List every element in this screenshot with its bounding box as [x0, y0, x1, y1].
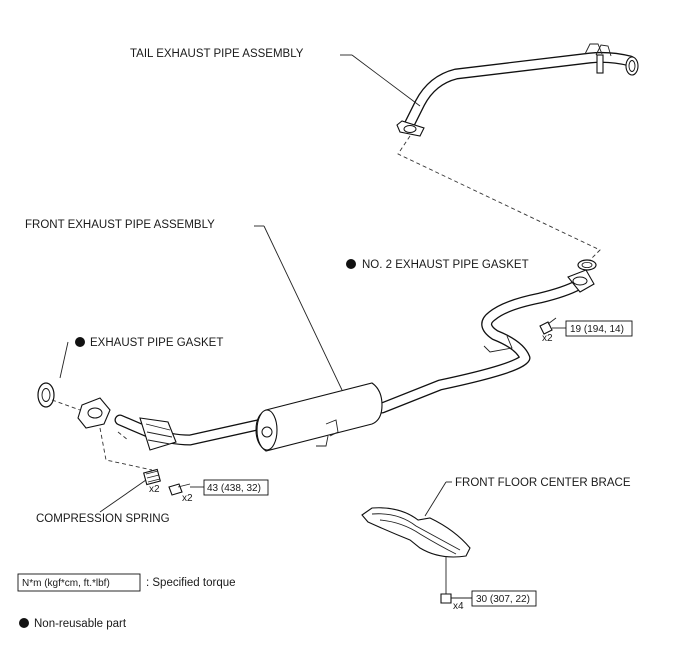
front-pipe-label: FRONT EXHAUST PIPE ASSEMBLY [25, 219, 215, 231]
bolt-43-part [168, 483, 191, 496]
floor-brace-label: FRONT FLOOR CENTER BRACE [455, 477, 631, 489]
torque-box-43 [203, 479, 269, 496]
gasket-alignment-line [51, 399, 81, 411]
bolt-30-part [440, 593, 452, 604]
bolt-19-part [539, 317, 557, 335]
bolt-43-qty: x2 [182, 493, 193, 504]
compression-spring-label: COMPRESSION SPRING [36, 513, 170, 525]
legend-non-reusable-label: Non-reusable part [34, 618, 127, 630]
torque-43: 43 (438, 32) [207, 483, 261, 494]
legend-torque-desc: : Specified torque [146, 577, 236, 589]
floor-center-brace-drawing [361, 507, 471, 558]
tail-exhaust-pipe-drawing [396, 43, 639, 137]
non-reusable-mark-1 [346, 259, 356, 269]
tail-alignment-line [397, 135, 601, 261]
no2-gasket-part [577, 259, 597, 271]
tail-pipe-label: TAIL EXHAUST PIPE ASSEMBLY [130, 48, 304, 60]
bolt-19-qty: x2 [542, 333, 553, 344]
front-exhaust-pipe-drawing [77, 269, 595, 452]
spring-qty: x2 [149, 484, 160, 495]
spring-alignment-line [99, 427, 153, 471]
torque-box-19 [565, 320, 633, 337]
exhaust-gasket-part [37, 382, 55, 408]
compression-spring-part [143, 468, 161, 486]
torque-box-30 [471, 590, 537, 607]
legend-torque-box [17, 573, 141, 592]
non-reusable-mark-2 [75, 337, 85, 347]
no2-gasket-label: NO. 2 EXHAUST PIPE GASKET [362, 259, 529, 271]
torque-30: 30 (307, 22) [476, 594, 530, 605]
exhaust-gasket-label: EXHAUST PIPE GASKET [90, 337, 223, 349]
legend-non-reusable-icon [19, 618, 29, 628]
torque-19: 19 (194, 14) [570, 324, 624, 335]
legend-torque-unit: N*m (kgf*cm, ft.*lbf) [22, 578, 110, 589]
bolt-30-qty: x4 [453, 601, 464, 612]
